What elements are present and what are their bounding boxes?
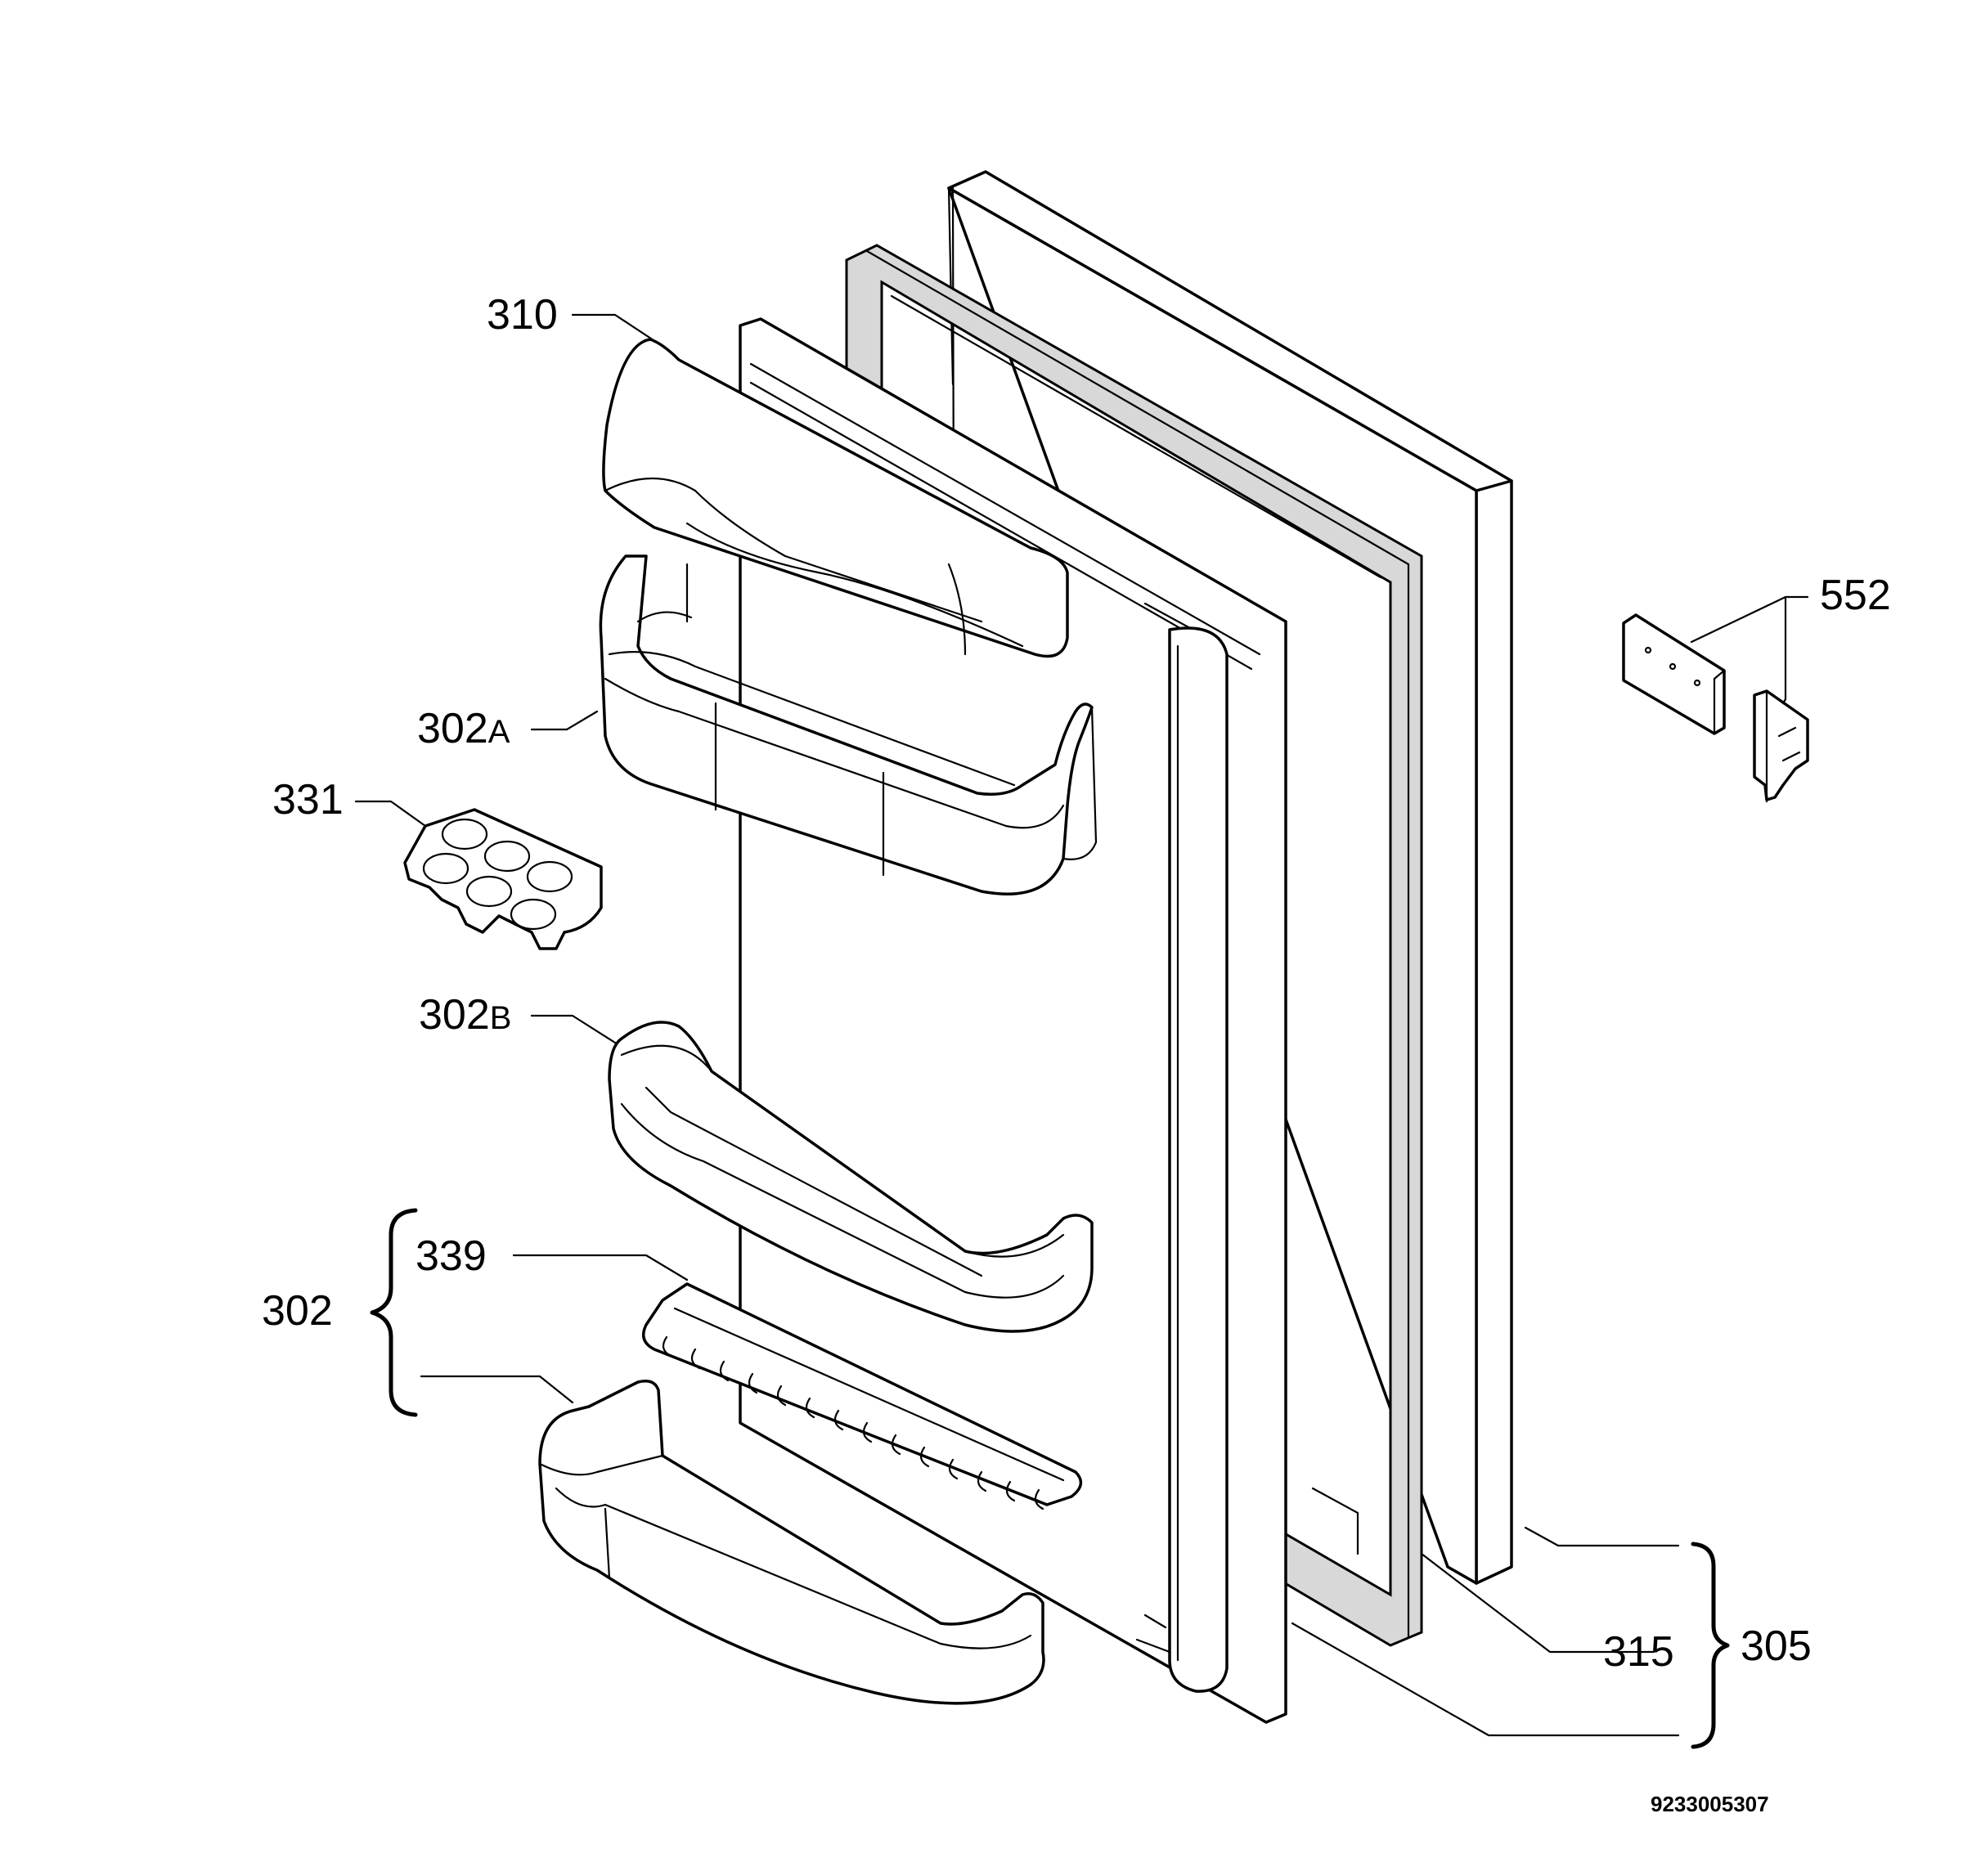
egg-tray-331 [403, 808, 603, 950]
brace-302 [370, 1208, 418, 1417]
callout-339: 339 [416, 1232, 487, 1280]
callout-305: 305 [1741, 1622, 1812, 1670]
callout-302a: 302A [417, 705, 510, 752]
door-shelf-302b [608, 1021, 1094, 1333]
callout-552: 552 [1820, 572, 1891, 619]
callout-331: 331 [272, 776, 344, 824]
bottle-divider-339 [641, 1282, 1083, 1510]
callout-302b: 302B [419, 991, 511, 1039]
door-inner-liner [739, 317, 1287, 1724]
shelf-cover-310 [602, 338, 1069, 658]
leader-lines [354, 313, 1809, 1737]
callout-302: 302 [262, 1287, 333, 1335]
callout-315: 315 [1603, 1628, 1674, 1676]
brace-305 [1691, 1542, 1730, 1749]
callout-310: 310 [487, 291, 558, 339]
diagram-code: 9233005307 [1651, 1792, 1769, 1816]
door-shelf-302a [599, 554, 1098, 895]
bottle-shelf-bottom [538, 1380, 1045, 1705]
callout-labels: 310 302A 331 302B 339 302 552 315 305 92… [262, 291, 1891, 1816]
hinge-parts-552 [1622, 613, 1809, 803]
